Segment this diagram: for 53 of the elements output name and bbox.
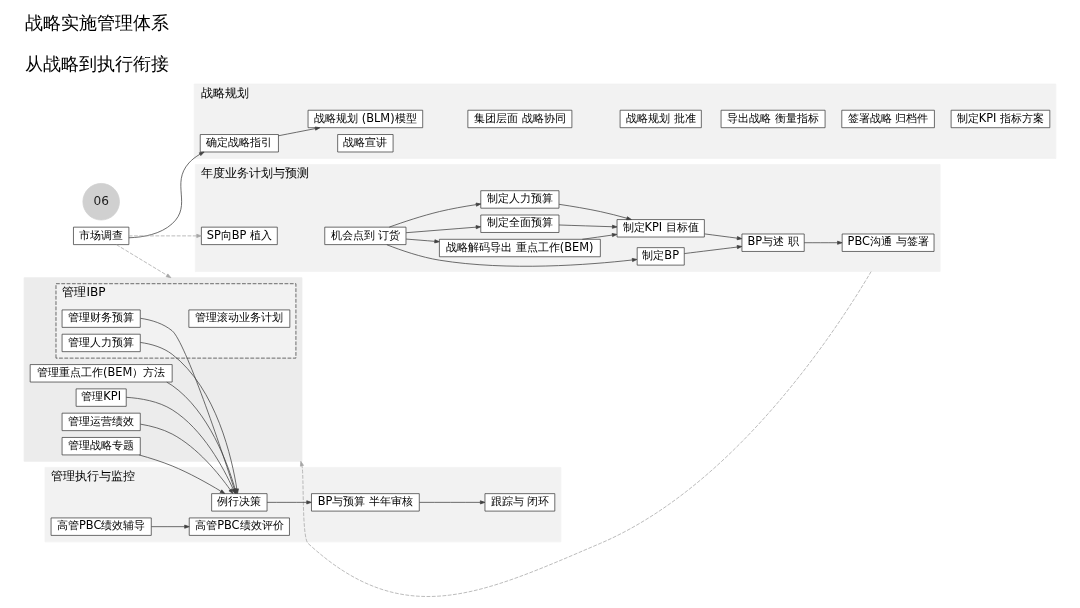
node-box: 跟踪与 闭环 xyxy=(484,493,556,512)
caption: 从战略到执行衔接 xyxy=(25,52,170,74)
arrow xyxy=(558,224,618,229)
diagram-title: 战略实施管理体系 xyxy=(25,11,170,33)
node-box: 管理财务预算 xyxy=(61,309,141,328)
arrow xyxy=(128,233,202,238)
node-box: 市场调查 xyxy=(73,226,130,245)
node-box: 战略规划 批准 xyxy=(619,109,702,129)
node-box: 管理重点工作(BEM）方法 xyxy=(29,364,173,383)
arrow xyxy=(386,244,638,267)
arrow xyxy=(266,500,312,505)
node-box: 管理运营绩效 xyxy=(61,412,141,431)
arrow xyxy=(803,240,843,245)
arrow xyxy=(128,151,205,239)
arrow xyxy=(116,244,172,279)
arrow xyxy=(300,271,872,597)
node-box: SP向BP 植入 xyxy=(201,226,278,245)
node-box: 管理滚动业务计划 xyxy=(188,309,291,328)
node-box: 管理战略专题 xyxy=(61,437,141,456)
node-box: 例行决策 xyxy=(211,493,268,512)
node-box: 制定KPI 目标值 xyxy=(616,219,705,238)
node-box: BP与述 职 xyxy=(741,233,805,252)
node-box: 战略宣讲 xyxy=(337,134,394,153)
node-box: 管理KPI xyxy=(75,388,127,407)
node-box: 管理人力预算 xyxy=(61,333,141,353)
label: 06 xyxy=(93,193,109,208)
arrow xyxy=(405,238,440,244)
arrow xyxy=(558,203,632,221)
node-box: BP与预算 半年审核 xyxy=(311,493,420,512)
node-box: 机会点到 订货 xyxy=(324,226,407,245)
node-box: 战略解码导出 重点工作(BEM) xyxy=(439,238,601,258)
node-box: 高管PBC绩效辅导 xyxy=(50,517,152,536)
arrow xyxy=(140,423,234,494)
node-box: PBC沟通 与签署 xyxy=(841,233,935,252)
arrow xyxy=(419,500,486,505)
node-box: 签署战略 归档件 xyxy=(841,109,935,129)
node-box: 高管PBC绩效评价 xyxy=(188,517,290,536)
arrow xyxy=(684,245,743,254)
node-box: 制定全面预算 xyxy=(480,214,560,233)
node-box: 确定战略指引 xyxy=(199,134,279,153)
arrow xyxy=(278,126,321,137)
arrow xyxy=(388,202,482,228)
arrow xyxy=(151,524,190,529)
arrow xyxy=(138,454,226,494)
arrow xyxy=(582,233,618,240)
node-box: 制定KPI 指标方案 xyxy=(950,109,1051,129)
arrow xyxy=(704,233,743,241)
node-box: 制定BP xyxy=(636,247,685,266)
node-box: 制定人力预算 xyxy=(480,190,560,209)
arrow xyxy=(405,225,482,234)
node-box: 导出战略 衡量指标 xyxy=(720,109,826,129)
node-box: 集团层面 战略协同 xyxy=(467,109,573,129)
cluster xyxy=(23,277,303,462)
